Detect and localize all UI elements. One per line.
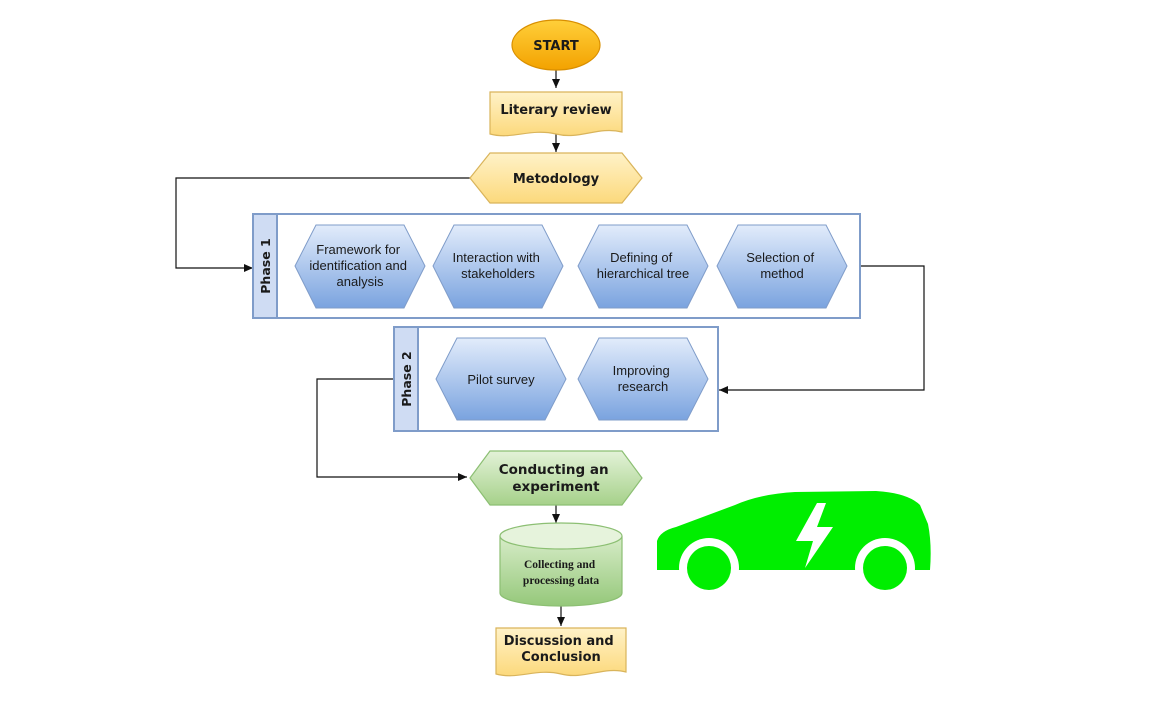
experiment-node: Conducting an experiment [469,450,643,506]
literary-review-node: Literary review [489,91,623,137]
phase2-label: Phase 2 [399,351,414,406]
step-line: Improving [613,363,670,378]
phase1-label: Phase 1 [258,238,273,293]
step-line: hierarchical tree [597,266,690,281]
electric-car-icon [657,491,931,598]
car-wheel-back-tire [863,546,907,590]
conclusion-node: Discussion and Conclusion [495,627,627,677]
phase1-step-hierarchical-tree: Defining of hierarchical tree [577,224,709,309]
step-line: research [618,379,669,394]
connector-methodology-phase1 [175,177,470,272]
svg-text:Framework for identifi: Framework for identification and analysi… [309,242,410,289]
phase1-step-framework: Framework for identification and analysi… [294,224,426,309]
step-line: Selection of [746,250,814,265]
methodology-label: Metodology [513,172,600,187]
step-line: identification and [309,258,407,273]
conclusion-line: Conclusion [521,650,601,665]
step-line: Interaction with [452,250,539,265]
connector-phase2-experiment [316,378,467,481]
data-line: processing data [523,575,599,587]
svg-text:Conducting an experiment: Conducting an experiment [499,462,614,495]
step-line: analysis [337,274,384,289]
svg-text:Defining of hierarchic: Defining of hierarchical tree [597,250,690,281]
phase2-step-pilot-survey: Pilot survey [435,337,567,421]
svg-text:Pilot survey: Pilot survey [467,372,535,387]
phase1-container: Phase 1 Framework for identification and… [252,213,861,319]
literary-review-label: Literary review [500,103,611,118]
methodology-node: Metodology [469,152,643,204]
svg-text:Discussion and Conclusio: Discussion and Conclusion [504,634,618,665]
conclusion-line: Discussion and [504,634,614,649]
phase1-step-stakeholders: Interaction with stakeholders [432,224,564,309]
data-node: Collecting and processing data [499,522,623,607]
step-line: Pilot survey [467,372,535,387]
step-line: method [760,266,803,281]
step-line: stakeholders [461,266,535,281]
phase2-step-improving-research: Improving research [577,337,709,421]
step-line: Defining of [610,250,673,265]
step-line: Framework for [316,242,400,257]
phase2-container: Phase 2 Pilot survey Improving research [393,326,719,432]
svg-text:Interaction with stake: Interaction with stakeholders [452,250,543,281]
connector-phase1-phase2 [719,265,925,394]
svg-text:Collecting and processin: Collecting and processing data [523,559,599,587]
start-node: START [511,19,601,71]
lightning-bolt-icon [796,503,833,568]
phase1-step-selection-method: Selection of method [716,224,848,309]
svg-text:Improving research: Improving research [613,363,674,394]
connectors [175,70,925,626]
experiment-line: experiment [512,479,600,495]
start-label: START [533,39,579,54]
experiment-line: Conducting an [499,462,609,478]
car-wheel-front-tire [687,546,731,590]
svg-text:Selection of method: Selection of method [746,250,818,281]
data-line: Collecting and [524,559,596,571]
